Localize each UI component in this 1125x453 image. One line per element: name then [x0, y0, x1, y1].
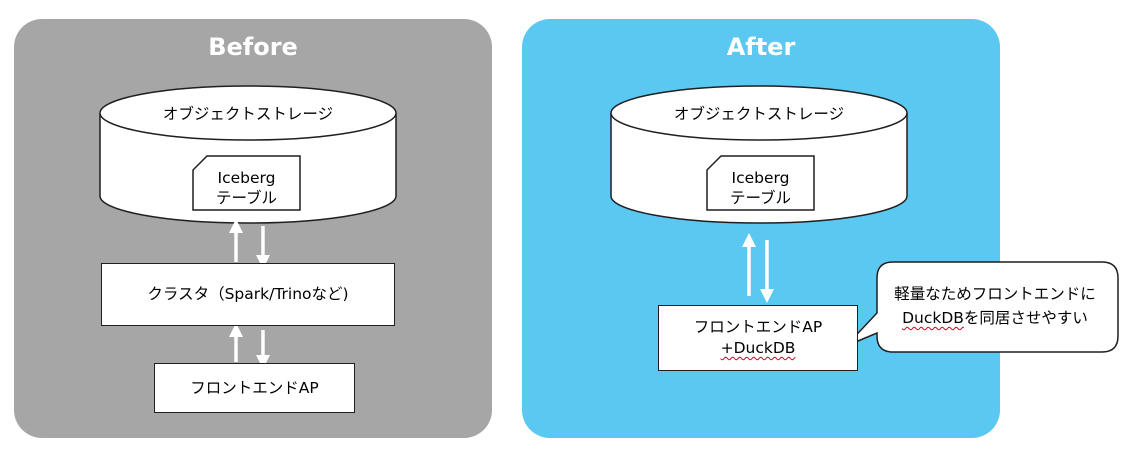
before-frontend-label: フロントエンドAP: [190, 378, 319, 397]
before-table-line1: Iceberg: [217, 169, 276, 187]
after-storage-label: オブジェクトストレージ: [673, 105, 845, 123]
before-frontend-box: フロントエンドAP: [154, 363, 355, 413]
callout-line2: DuckDBを同居させやすい: [876, 306, 1114, 330]
before-storage-label: オブジェクトストレージ: [162, 105, 334, 123]
after-iceberg-table-shape: [706, 155, 815, 211]
callout-duckdb: DuckDB: [902, 309, 964, 327]
after-table-line2: テーブル: [729, 189, 792, 207]
before-cluster-box: クラスタ（Spark/Trinoなど): [101, 263, 395, 326]
before-cluster-label: クラスタ（Spark/Trinoなど): [147, 285, 349, 303]
callout-text: 軽量なためフロントエンドに DuckDBを同居させやすい: [876, 282, 1114, 330]
before-table-line2: テーブル: [215, 189, 278, 207]
after-table-line1: Iceberg: [731, 169, 790, 187]
callout-line2-rest: を同居させやすい: [963, 309, 1088, 327]
callout-line1: 軽量なためフロントエンドに: [894, 285, 1096, 303]
after-frontend-line1: フロントエンドAP: [693, 318, 823, 336]
before-iceberg-table-shape: [192, 155, 301, 211]
before-title: Before: [208, 33, 298, 61]
callout-bubble: [845, 261, 1119, 353]
after-frontend-box: フロントエンドAP +DuckDB: [658, 305, 858, 371]
after-title: After: [726, 33, 796, 61]
after-frontend-line2: +DuckDB: [720, 339, 796, 357]
